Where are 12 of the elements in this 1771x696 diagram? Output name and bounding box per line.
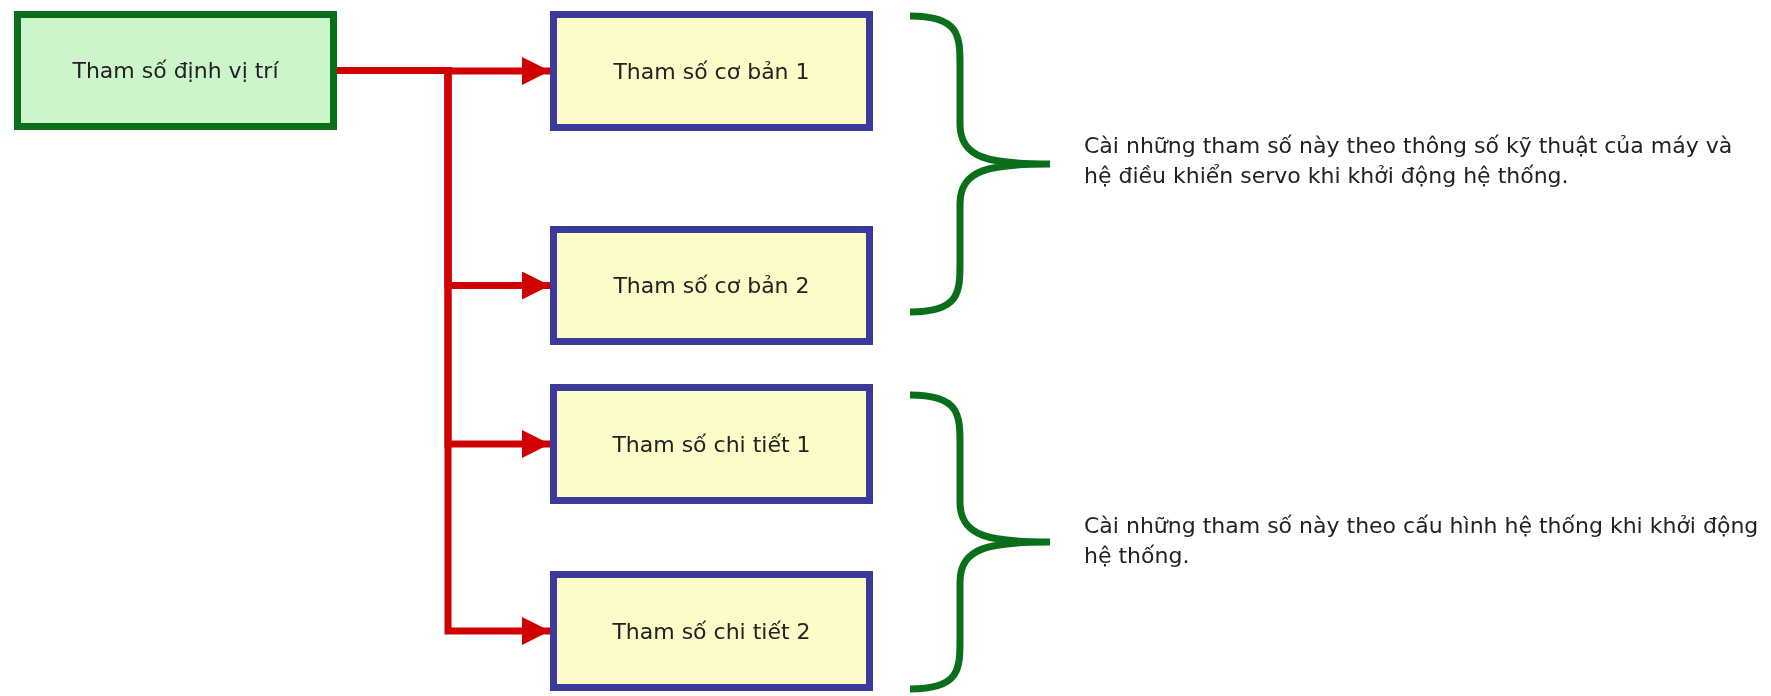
node-label: Tham số chi tiết 1 [612,431,811,457]
start-box [14,11,337,130]
node-label: Tham số cơ bản 2 [613,273,810,298]
node-label: Tham số cơ bản 1 [613,58,810,84]
process-box [550,571,873,691]
process-box [550,384,873,504]
note-text: Cài những tham số này theo thông số kỹ thuật của máy và hệ điều khiển servo khi khởi động hệ thống. [1084,132,1734,190]
process-box [550,226,873,345]
note-text: Cài những tham số này theo cấu hình hệ thống khi khởi động hệ thống. [1084,512,1760,570]
process-box [550,11,873,131]
node-label: Tham số định vị trí [72,58,279,83]
node-label: Tham số chi tiết 2 [612,618,811,644]
